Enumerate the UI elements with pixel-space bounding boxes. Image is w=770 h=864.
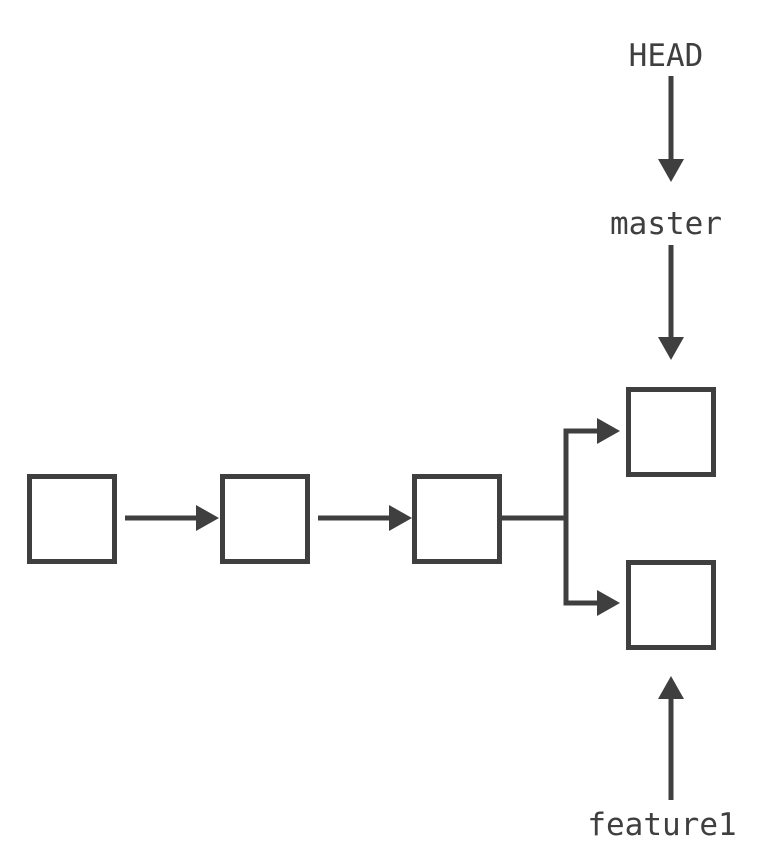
arrow-head-triangle (389, 505, 412, 531)
arrow-head-triangle (658, 159, 684, 182)
commit-node-master-tip (626, 387, 716, 477)
commit-node-feature-tip (626, 560, 716, 650)
arrow-head-triangle (196, 505, 219, 531)
arrow-feature1-to-commit (658, 676, 684, 800)
ref-label-master: master (610, 206, 722, 242)
ref-label-head: HEAD (629, 38, 704, 74)
edge-fork-to-feature-tip (563, 590, 620, 616)
arrow-head-triangle (597, 418, 620, 444)
arrow-master-to-commit (658, 245, 684, 360)
edge-commit2-commit3 (318, 505, 412, 531)
arrow-head-triangle (658, 337, 684, 360)
commit-node-3 (412, 474, 502, 564)
commit-node-2 (220, 474, 310, 564)
edge-commit1-commit2 (125, 505, 219, 531)
fork-trunk (500, 431, 569, 603)
commit-node-1 (27, 474, 117, 564)
ref-label-feature1: feature1 (587, 807, 736, 843)
edge-fork-to-master-tip (563, 418, 620, 444)
arrow-head-triangle (658, 676, 684, 699)
arrow-head-to-master (658, 76, 684, 182)
arrow-head-triangle (597, 590, 620, 616)
